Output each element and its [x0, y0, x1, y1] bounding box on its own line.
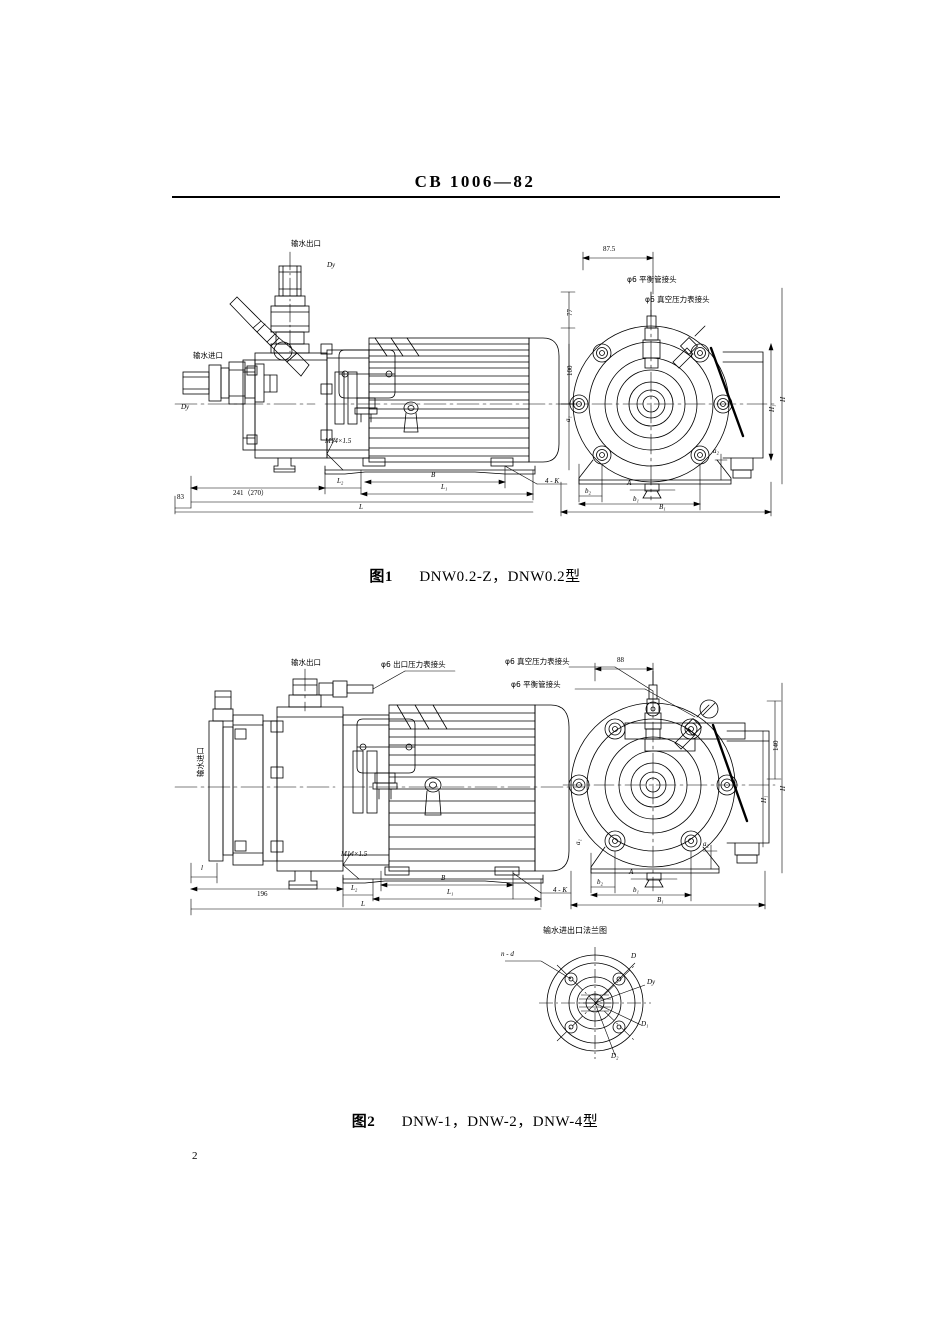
figure-1-drawing: 输水出口 Dy 输水进口 Dy φ6 平衡管接头 φ6 真空压力表接头 M14×… [174, 232, 787, 517]
standard-code-header: CB 1006—82 [414, 172, 536, 191]
fig3-label-D1: D₁ [641, 1020, 649, 1028]
fig2-label-water-outlet: 输水出口 [291, 658, 321, 667]
fig1-dim-B1: B₁ [659, 503, 666, 511]
figure-3-flange-detail: 输水进出口法兰图 n - d D Dy D₁ D₂ [495, 925, 695, 1070]
page-number: 2 [192, 1150, 198, 1162]
fig1-dim-B: B [431, 471, 436, 479]
fig2-dim-a2: a₂ [703, 840, 709, 848]
fig2-dim-b2: b₂ [597, 878, 603, 886]
fig2-dim-l: l [201, 864, 203, 872]
fig1-dim-a2: a₂ [713, 447, 719, 455]
fig3-title: 输水进出口法兰图 [543, 926, 607, 935]
fig3-label-D2: D₂ [611, 1052, 619, 1060]
fig2-dim-B1: B₁ [657, 896, 664, 904]
fig1-dim-b1: b₁ [633, 495, 639, 503]
figure-1-title: DNW0.2-Z，DNW0.2型 [419, 569, 581, 585]
fig2-dim-B: B [441, 874, 446, 882]
fig2-label-outlet-gauge-joint: φ6 出口压力表接头 [381, 660, 446, 669]
fig1-dim-H1: H₁ [768, 404, 776, 413]
fig3-label-holes: n - d [501, 950, 514, 958]
fig1-label-balance-joint: φ6 平衡管接头 [627, 275, 677, 284]
fig1-dim-L2: L₂ [337, 477, 344, 485]
fig1-dim-100: 100 [566, 365, 574, 377]
fig2-dim-a1: a₁ [574, 839, 582, 845]
fig1-dim-holes: 4 - K [545, 477, 559, 485]
fig1-dim-H: H [779, 396, 787, 402]
fig2-label-balance-joint: φ6 平衡管接头 [511, 680, 561, 689]
figure-2-caption: 图2 DNW-1，DNW-2，DNW-4型 [0, 1110, 950, 1131]
fig2-label-vacuum-joint: φ6 真空压力表接头 [505, 657, 570, 666]
fig1-dim-a1: a₁ [564, 416, 572, 422]
figure-2-drawing: 输水出口 输水进口 φ6 出口压力表接头 φ6 真空压力表接头 φ6 平衡管接头… [174, 655, 787, 925]
figure-1-caption: 图1 DNW0.2-Z，DNW0.2型 [0, 565, 950, 586]
fig2-label-thread: M14×1.5 [341, 850, 368, 858]
header-rule [172, 196, 780, 198]
fig1-label-vacuum-joint: φ6 真空压力表接头 [645, 295, 710, 304]
fig1-label-water-inlet: 输水进口 [193, 351, 223, 360]
fig1-label-water-outlet: 输水出口 [291, 239, 321, 248]
fig2-dim-L2: L₂ [351, 884, 358, 892]
fig1-label-thread: M14×1.5 [325, 437, 352, 445]
fig1-dim-L1: L₁ [441, 483, 448, 491]
figure-1-number: 图1 [369, 569, 393, 585]
fig2-dim-88: 88 [617, 656, 624, 664]
fig1-dim-83: 83 [177, 493, 184, 501]
fig2-label-water-inlet: 输水进口 [196, 747, 205, 777]
fig1-dim-77: 77 [566, 309, 574, 316]
fig1-dim-base-length: 241（270） [233, 489, 268, 497]
fig2-dim-holes: 4 - K [553, 886, 567, 894]
fig2-dim-A: A [629, 868, 634, 876]
fig1-dim-A: A [627, 479, 632, 487]
fig2-dim-L1: L₁ [447, 888, 454, 896]
fig1-label-dy-inlet: Dy [181, 403, 190, 411]
fig2-dim-140: 140 [772, 740, 780, 752]
fig3-label-Dy: Dy [647, 978, 656, 986]
fig2-dim-base-length: 196 [257, 890, 268, 898]
fig3-label-D: D [631, 952, 637, 960]
fig1-dim-87-5: 87.5 [603, 245, 616, 253]
fig2-dim-b1: b₁ [633, 886, 639, 894]
fig2-dim-H1: H₁ [760, 795, 768, 804]
fig2-dim-L: L [361, 900, 365, 908]
fig1-dim-b2: b₂ [585, 487, 591, 495]
fig1-label-dy: Dy [327, 261, 336, 269]
figure-2-number: 图2 [351, 1114, 376, 1130]
figure-2-title: DNW-1，DNW-2，DNW-4型 [401, 1114, 599, 1130]
fig1-dim-L: L [359, 503, 363, 511]
fig2-dim-H: H [779, 785, 787, 791]
